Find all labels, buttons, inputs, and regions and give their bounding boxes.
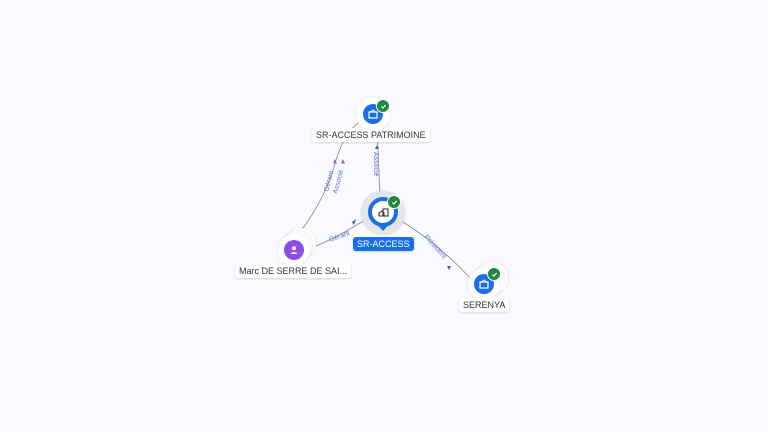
edge-label-president: Président	[423, 234, 448, 261]
node-sr-access[interactable]	[361, 191, 405, 235]
node-sr-access-patrimoine[interactable]	[356, 97, 390, 131]
node-label[interactable]: SERENYA	[459, 298, 510, 312]
verified-check-icon	[487, 267, 501, 281]
node-person[interactable]	[276, 228, 318, 268]
node-label[interactable]: SR-ACCESS PATRIMOINE	[312, 128, 430, 142]
arrow-icon	[375, 145, 379, 149]
edge-label-gerant-2: Gérant	[328, 230, 351, 244]
node-label[interactable]: Marc DE SERRE DE SAI...	[235, 264, 352, 278]
edge-center-serenya	[399, 219, 471, 279]
verified-check-icon	[387, 195, 401, 209]
person-icon	[284, 240, 304, 260]
node-label-selected[interactable]: SR-ACCESS	[353, 237, 414, 251]
node-serenya[interactable]	[466, 262, 510, 302]
edge-label-associe-1: Associé	[372, 152, 379, 177]
verified-check-icon	[376, 99, 390, 113]
